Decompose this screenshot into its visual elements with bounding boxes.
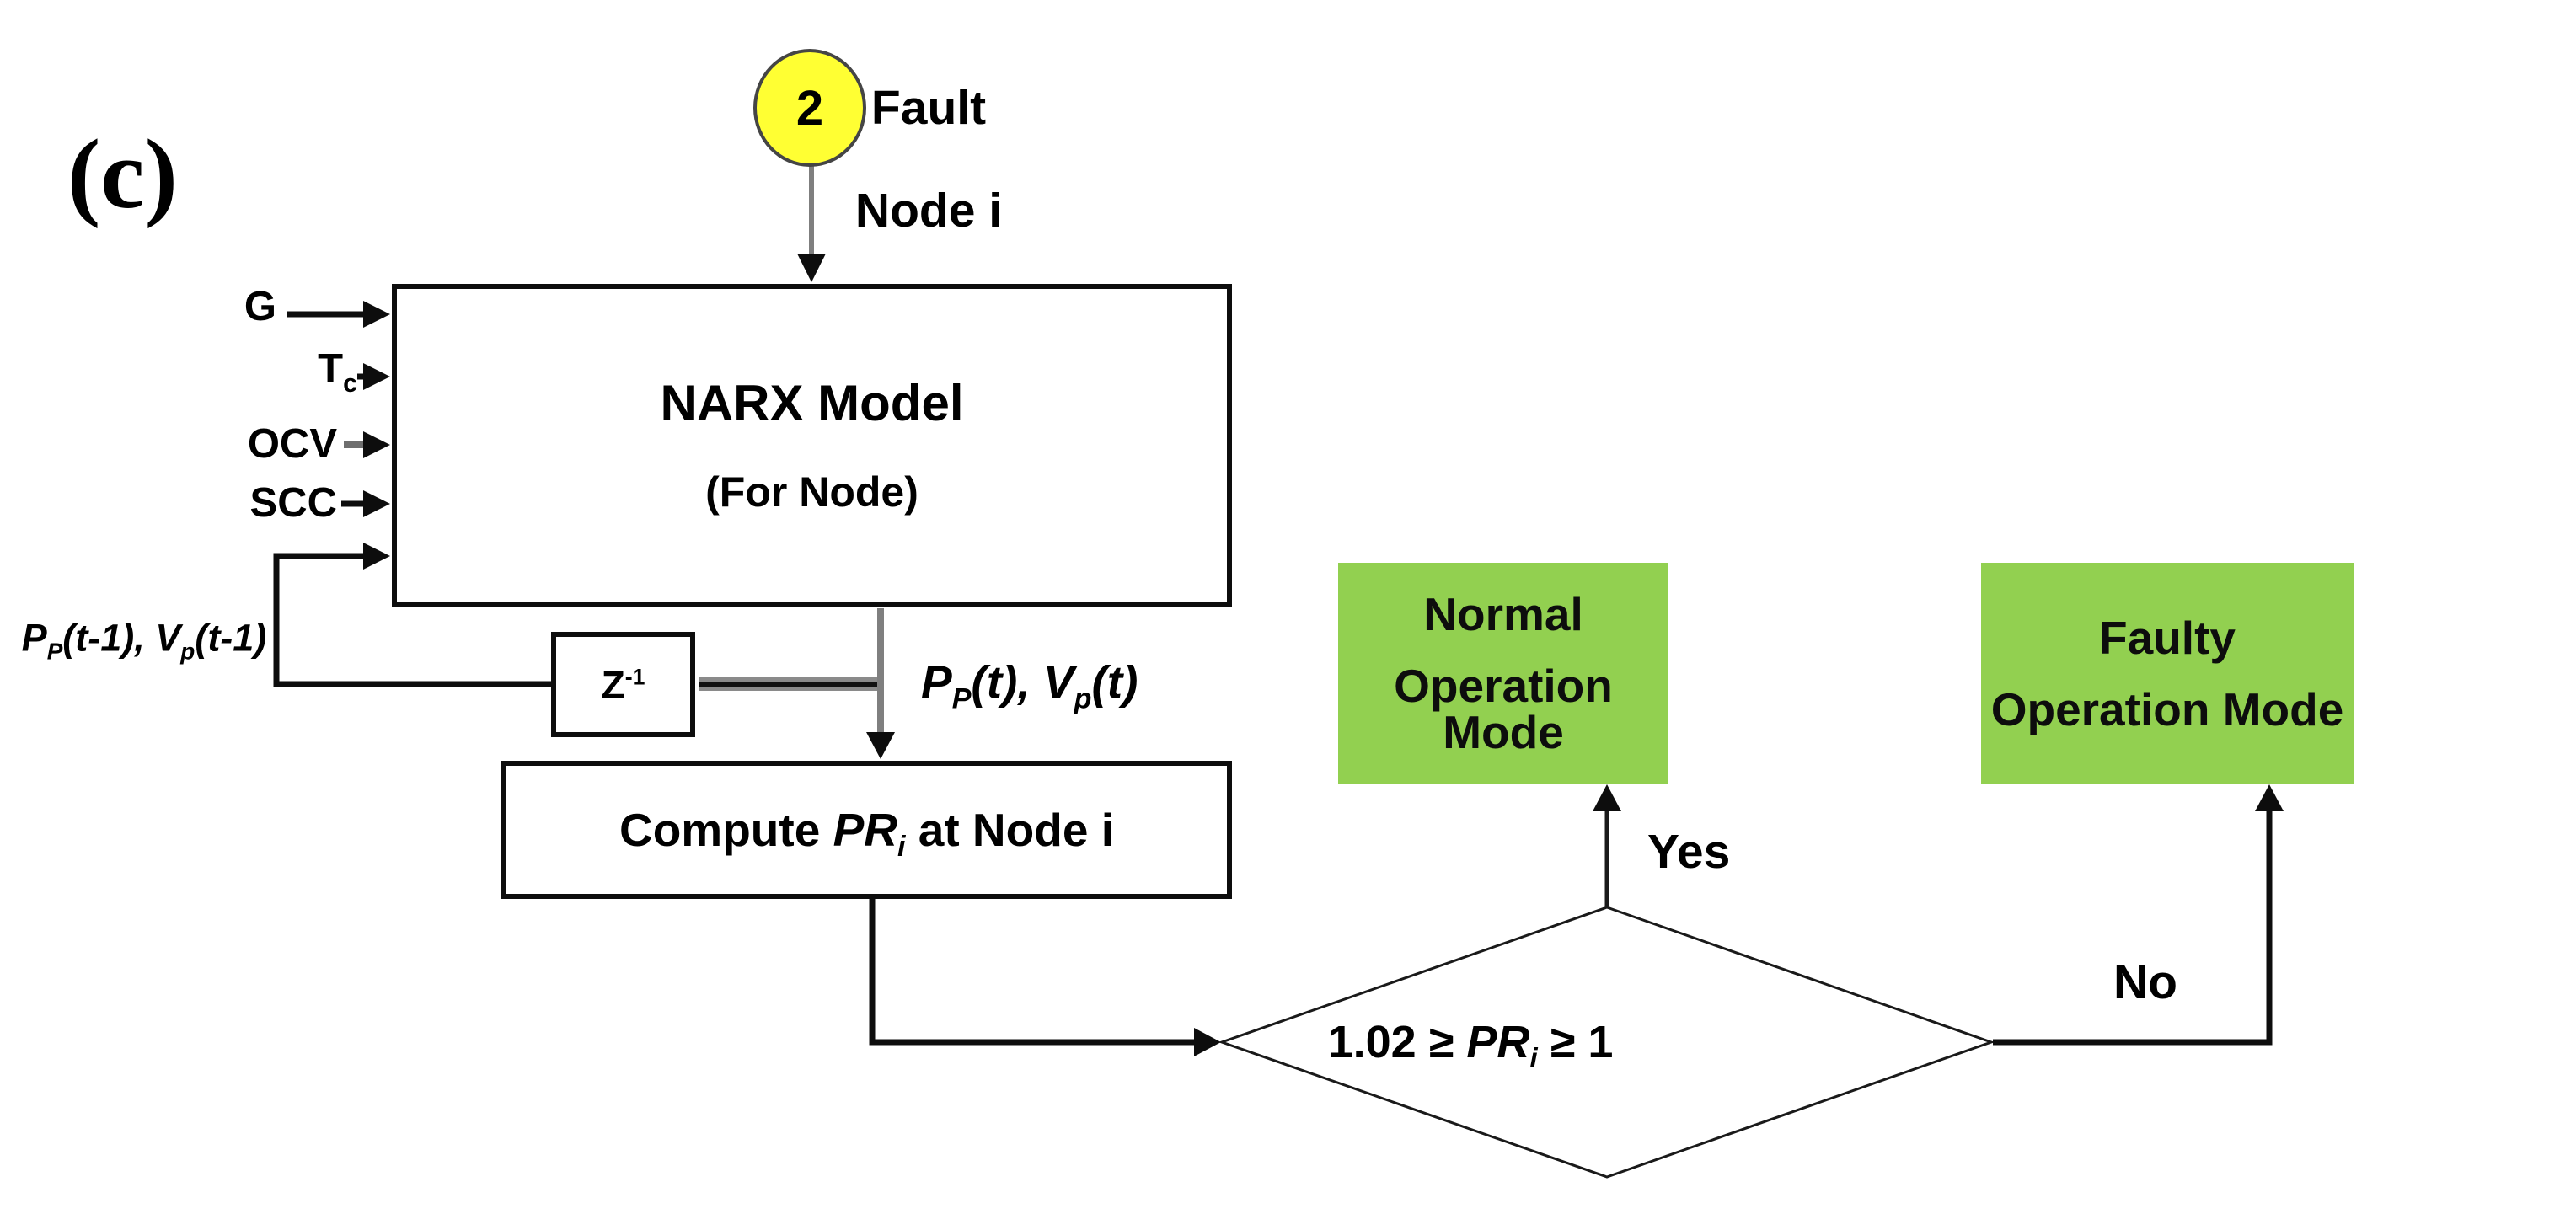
- unit-delay-box: Z-1: [551, 632, 695, 737]
- feedback-v-args: (t-1): [195, 616, 267, 660]
- unit-delay-exponent: -1: [624, 664, 645, 690]
- feedback-v: Vp: [155, 616, 195, 663]
- no-branch-line: [1993, 811, 2273, 1046]
- yes-branch-label: Yes: [1647, 825, 1731, 879]
- output-p-subscript: P: [951, 682, 972, 715]
- input-label-tc: Tc: [318, 346, 357, 396]
- compute-variable-subscript: i: [897, 831, 906, 863]
- output-p: PP: [921, 655, 971, 714]
- feedback-p: PP: [21, 616, 63, 663]
- compute-prefix: Compute: [619, 804, 833, 856]
- feedback-signal-label: PP(t-1), Vp(t-1): [21, 616, 267, 663]
- start-badge: 2: [753, 49, 866, 167]
- start-badge-number: 2: [795, 80, 824, 136]
- input-label-g: G: [244, 284, 276, 329]
- input-scc-arrowhead-icon: [363, 490, 390, 517]
- input-tc-base: T: [318, 346, 344, 392]
- compute-suffix: at Node i: [905, 804, 1114, 856]
- feedback-v-base: V: [155, 616, 181, 660]
- output-v-subscript: p: [1074, 682, 1092, 715]
- output-v-args: (t): [1091, 655, 1138, 709]
- decision-suffix: ≥ 1: [1537, 1017, 1614, 1067]
- start-caption-line1: Fault: [870, 81, 987, 135]
- feedback-arrowhead-icon: [363, 543, 390, 570]
- output-p-args: (t),: [971, 655, 1043, 709]
- decision-diamond: [1218, 906, 1995, 1179]
- input-g-arrowhead-icon: [363, 301, 390, 328]
- decision-prefix: 1.02 ≥: [1327, 1017, 1467, 1067]
- normal-operation-box: Normal Operation Mode: [1338, 563, 1668, 784]
- faulty-operation-line1: Faulty: [2099, 611, 2236, 664]
- decision-variable-base: PR: [1466, 1017, 1530, 1067]
- output-v: Vp: [1042, 655, 1092, 714]
- normal-operation-line2: Operation Mode: [1394, 660, 1613, 758]
- feedback-v-subscript: p: [180, 638, 195, 665]
- input-label-ocv: OCV: [247, 421, 337, 467]
- decision-variable: PRi: [1466, 1017, 1537, 1072]
- feedback-p-args: (t-1),: [62, 616, 156, 660]
- yes-branch-arrowhead-icon: [1593, 784, 1621, 811]
- start-caption-line2: Node i: [854, 184, 1003, 238]
- compute-pr-label: Compute PRi at Node i: [619, 803, 1114, 861]
- start-to-narx-arrowhead-icon: [797, 254, 826, 282]
- compute-to-decision-arrowhead-icon: [1194, 1028, 1221, 1056]
- output-v-base: V: [1042, 655, 1074, 709]
- input-ocv-arrowhead-icon: [363, 431, 390, 458]
- compute-variable: PRi: [833, 804, 906, 861]
- input-tc-subscript: c: [343, 368, 357, 398]
- compute-to-decision-line: [869, 899, 1196, 1046]
- figure-label: (c): [67, 119, 178, 229]
- feedback-path-line: [273, 553, 551, 687]
- unit-delay-label: Z-1: [602, 662, 645, 708]
- normal-operation-line1: Normal: [1423, 588, 1583, 640]
- narx-output-arrowhead-icon: [866, 732, 895, 759]
- unit-delay-base: Z: [601, 662, 625, 707]
- input-tc-arrowhead-icon: [363, 363, 390, 390]
- no-branch-arrowhead-icon: [2255, 784, 2284, 811]
- output-p-base: P: [921, 655, 952, 709]
- faulty-operation-line2: Operation Mode: [1990, 682, 2344, 735]
- narx-model-title: NARX Model: [660, 374, 964, 431]
- compute-variable-base: PR: [833, 804, 897, 856]
- faulty-operation-box: Faulty Operation Mode: [1981, 563, 2354, 784]
- decision-variable-subscript: i: [1529, 1042, 1538, 1074]
- narx-model-box: NARX Model (For Node): [392, 284, 1232, 607]
- input-label-scc: SCC: [249, 480, 337, 526]
- narx-model-subtitle: (For Node): [705, 468, 918, 516]
- feedback-p-base: P: [21, 616, 47, 660]
- feedback-p-subscript: P: [46, 638, 63, 665]
- no-branch-label: No: [2113, 955, 2177, 1009]
- compute-pr-box: Compute PRi at Node i: [501, 761, 1232, 899]
- output-signal-label: PP(t), Vp(t): [921, 659, 1138, 714]
- decision-condition-label: 1.02 ≥ PRi ≥ 1: [1327, 1017, 1614, 1072]
